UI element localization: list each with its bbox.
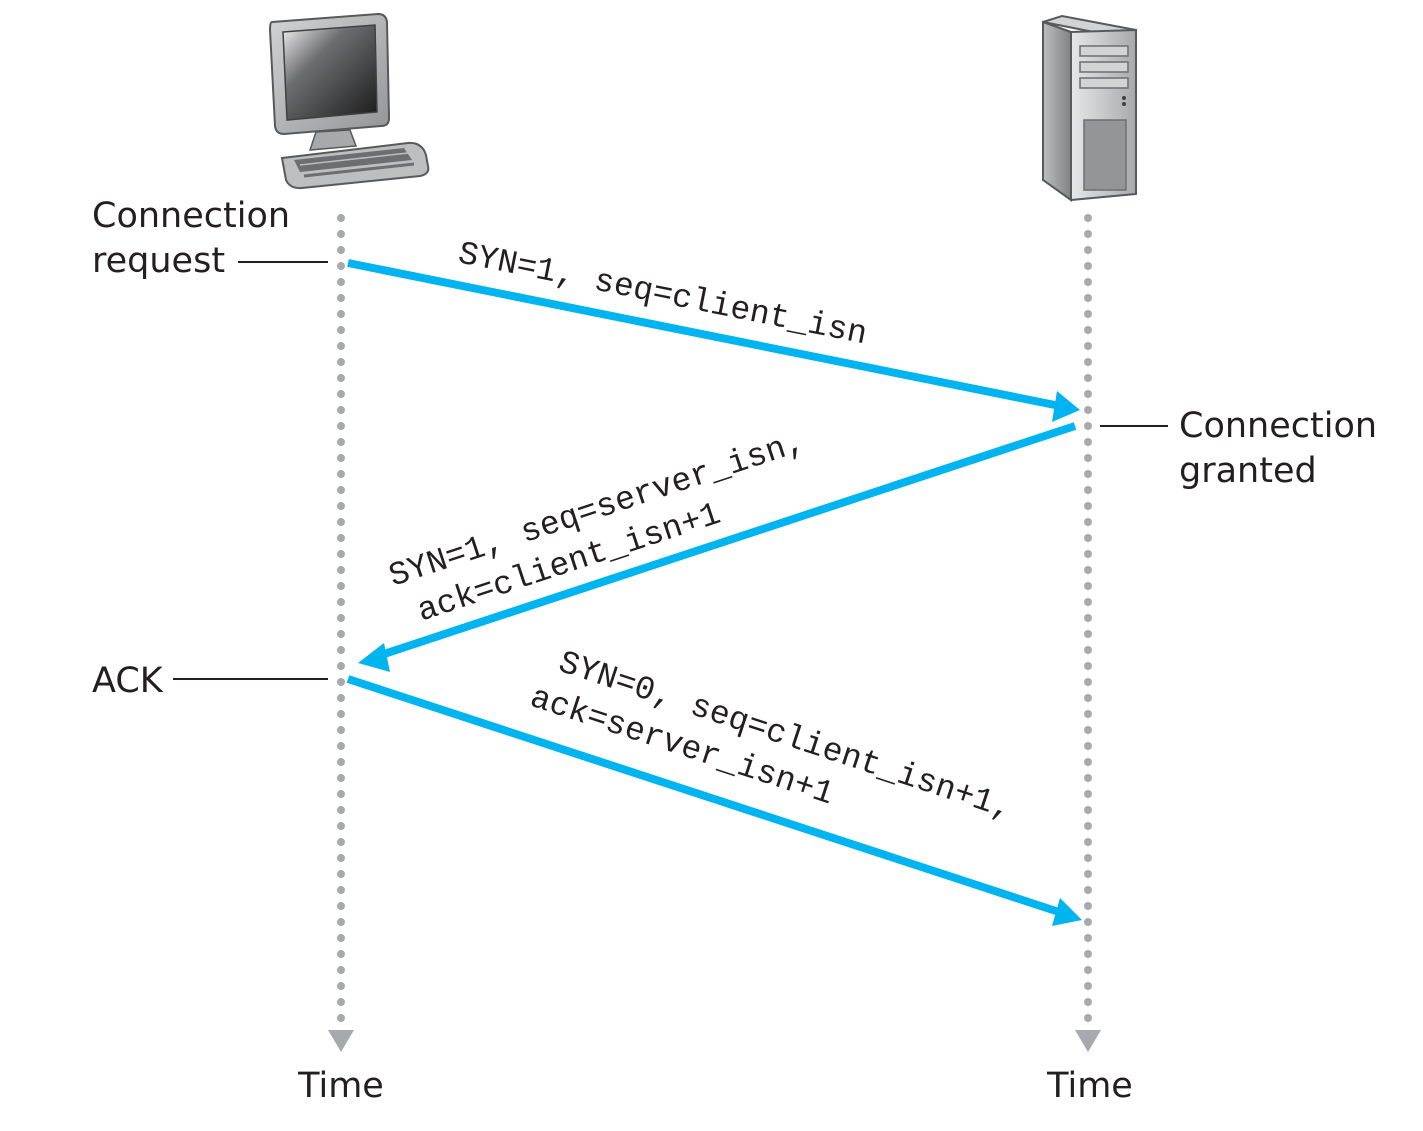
server-time-arrowhead	[1075, 1030, 1101, 1052]
client-time-label: Time	[297, 1066, 384, 1106]
ack-message-label: SYN=0, seq=client_isn+1, ack=server_isn+…	[526, 639, 1036, 874]
ack-message: SYN=0, seq=client_isn+1, ack=server_isn+…	[346, 639, 1082, 926]
ack-arrowhead	[1052, 898, 1082, 926]
synack-arrowhead	[358, 643, 390, 672]
synack-message: SYN=1, seq=server_isn, ack=client_isn+1	[358, 422, 1077, 672]
syn-message: SYN=1, seq=client_isn	[347, 236, 1080, 422]
connection-request-label: Connection request	[92, 196, 301, 281]
server-tower-icon	[1042, 14, 1137, 202]
syn-arrowhead	[1052, 391, 1080, 422]
ack-arrow-line	[346, 675, 1064, 917]
connection-granted-label: Connection granted	[1179, 406, 1388, 491]
synack-arrow-line	[376, 422, 1077, 660]
syn-arrow-line	[347, 259, 1061, 410]
ack-label: ACK	[92, 661, 164, 701]
desktop-computer-icon	[268, 12, 430, 190]
server-time-label: Time	[1046, 1066, 1133, 1106]
client-time-arrowhead	[328, 1030, 354, 1052]
